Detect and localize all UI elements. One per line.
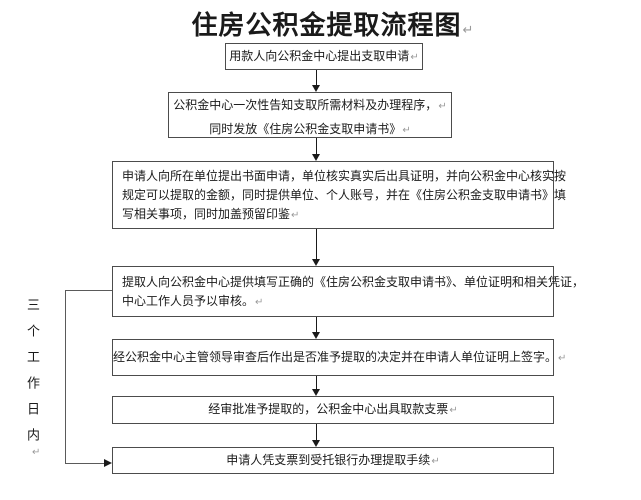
flow-step-2: 公积金中心一次性告知支取所需材料及办理程序，↵ 同时发放《住房公积金支取申请书》… [168, 92, 452, 138]
flow-step-3-line3: 写相关事项，同时加盖预留印鉴↵ [122, 205, 544, 225]
flow-step-5-line: 经公积金中心主管领导审查后作出是否准予提取的决定并在申请人单位证明上签字。↵ [113, 348, 566, 368]
return-mark-icon: ↵ [558, 352, 567, 364]
flow-step-5: 经公积金中心主管领导审查后作出是否准予提取的决定并在申请人单位证明上签字。↵ [112, 339, 566, 376]
flow-step-3-text2: 规定可以提取的金额，同时提供单位、个人账号，并在《住房公积金支取申请书》填 [122, 188, 567, 202]
flow-step-3-text3: 写相关事项，同时加盖预留印鉴 [122, 207, 291, 221]
return-mark-icon: ↵ [462, 22, 475, 37]
flow-step-3-text1: 申请人向所在单位提出书面申请，单位核实真实后出具证明，并向公积金中心核实按 [122, 169, 567, 183]
arrow-step1-step2-line [316, 70, 317, 85]
arrowhead-down-icon [312, 332, 320, 339]
flow-step-2-line2: 同时发放《住房公积金支取申请书》↵ [169, 118, 451, 142]
bracket-vertical-line [65, 290, 66, 464]
arrow-step3-step4-line [316, 229, 317, 259]
arrowhead-down-icon [312, 85, 320, 92]
return-mark-icon: ↵ [402, 125, 411, 136]
arrow-step5-step6-line [316, 376, 317, 389]
return-mark-icon: ↵ [431, 455, 440, 467]
flow-step-1-text: 用款人向公积金中心提出支取申请 [229, 48, 410, 63]
flow-step-7-text: 申请人凭支票到受托银行办理提取手续 [226, 452, 431, 467]
arrowhead-down-icon [312, 259, 320, 266]
flow-step-5-text: 经公积金中心主管领导审查后作出是否准予提取的决定并在申请人单位证明上签字。 [113, 349, 558, 364]
flow-step-7: 申请人凭支票到受托银行办理提取手续↵ [112, 447, 554, 474]
arrow-step4-step5-line [316, 317, 317, 332]
return-mark-icon: ↵ [438, 101, 447, 112]
bracket-top-line [65, 290, 112, 291]
flow-step-2-text2: 同时发放《住房公积金支取申请书》 [209, 122, 402, 136]
flow-step-2-text1: 公积金中心一次性告知支取所需材料及办理程序， [173, 98, 438, 112]
flow-step-4-text2: 中心工作人员予以审核。 [122, 294, 255, 308]
flow-step-4-line2: 中心工作人员予以审核。↵ [122, 292, 544, 312]
arrowhead-down-icon [312, 440, 320, 447]
arrowhead-right-icon [104, 459, 112, 467]
flow-step-3-line1: 申请人向所在单位提出书面申请，单位核实真实后出具证明，并向公积金中心核实按 [122, 167, 566, 186]
side-label-duration: 三个工作日内 [25, 298, 40, 454]
flow-step-1: 用款人向公积金中心提出支取申请↵ [225, 43, 423, 70]
arrowhead-down-icon [312, 154, 320, 161]
flow-step-7-line: 申请人凭支票到受托银行办理提取手续↵ [113, 451, 553, 471]
flow-step-6: 经审批准予提取的，公积金中心出具取款支票↵ [112, 396, 554, 424]
flow-step-4-text1: 提取人向公积金中心提供填写正确的《住房公积金支取申请书》、单位证明和相关凭证， [122, 275, 585, 289]
return-mark-icon: ↵ [449, 405, 458, 416]
flow-step-3: 申请人向所在单位提出书面申请，单位核实真实后出具证明，并向公积金中心核实按 规定… [112, 161, 566, 229]
flow-step-4-line1: 提取人向公积金中心提供填写正确的《住房公积金支取申请书》、单位证明和相关凭证， [122, 273, 584, 292]
return-mark-icon: ↵ [410, 51, 419, 63]
page-title-text: 住房公积金提取流程图 [191, 10, 462, 40]
arrow-step6-step7-line [316, 424, 317, 440]
flow-step-2-line1: 公积金中心一次性告知支取所需材料及办理程序，↵ [169, 94, 451, 118]
arrowhead-down-icon [312, 389, 320, 396]
flow-step-3-line2: 规定可以提取的金额，同时提供单位、个人账号，并在《住房公积金支取申请书》填 [122, 186, 566, 205]
flow-step-6-text: 经审批准予提取的，公积金中心出具取款支票 [208, 402, 449, 416]
arrow-step2-step3-line [316, 138, 317, 154]
return-mark-icon: ↵ [32, 447, 41, 458]
flow-step-6-line: 经审批准予提取的，公积金中心出具取款支票↵ [113, 400, 553, 420]
bracket-bottom-line [65, 463, 104, 464]
flow-step-4: 提取人向公积金中心提供填写正确的《住房公积金支取申请书》、单位证明和相关凭证， … [112, 266, 584, 317]
return-mark-icon: ↵ [255, 297, 264, 308]
flow-step-1-line: 用款人向公积金中心提出支取申请↵ [226, 47, 422, 67]
return-mark-icon: ↵ [291, 210, 300, 221]
page-title: 住房公积金提取流程图↵ [112, 5, 554, 42]
